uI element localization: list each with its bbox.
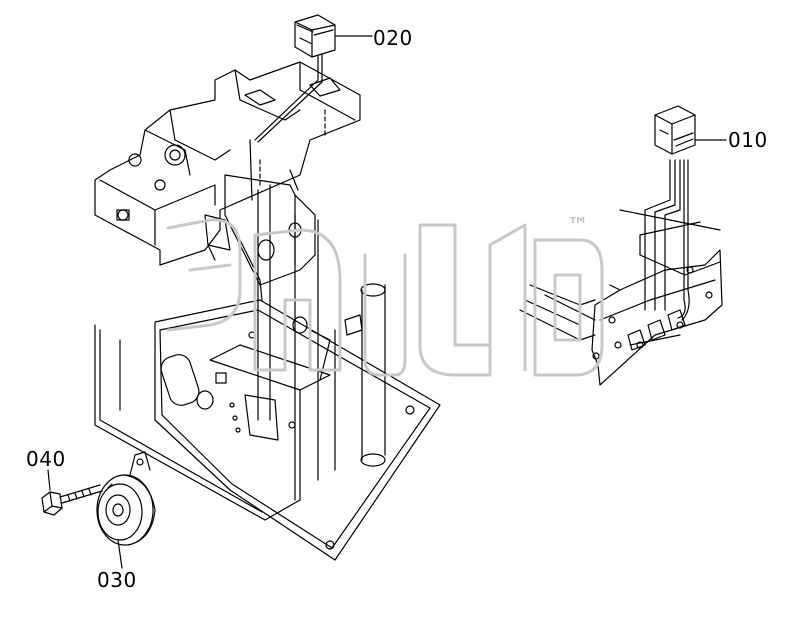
relay-010 bbox=[654, 105, 696, 155]
right-bracket bbox=[591, 209, 723, 386]
upper-bracket bbox=[94, 61, 361, 266]
relay-010-leads bbox=[644, 159, 690, 321]
part-label-010: 010 bbox=[728, 128, 768, 152]
watermark-logo bbox=[166, 218, 604, 377]
leader-030 bbox=[117, 539, 123, 569]
center-bracket bbox=[209, 314, 363, 501]
part-label-020: 020 bbox=[373, 26, 413, 50]
bolt-040 bbox=[41, 484, 103, 516]
part-label-040: 040 bbox=[26, 447, 66, 471]
leader-040 bbox=[47, 469, 51, 491]
trademark-symbol: ™ bbox=[567, 214, 589, 239]
right-rail bbox=[519, 284, 596, 341]
relay-020 bbox=[294, 14, 336, 58]
relay-020-lead bbox=[254, 51, 323, 143]
bracket-front-plate bbox=[204, 169, 316, 301]
horn-030 bbox=[96, 451, 156, 546]
part-label-030: 030 bbox=[97, 568, 137, 592]
